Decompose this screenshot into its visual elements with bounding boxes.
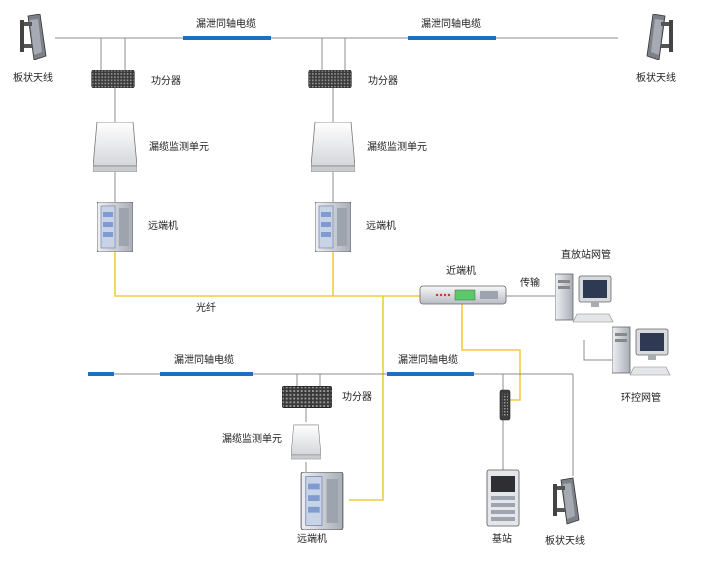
inline-coupler xyxy=(499,389,511,421)
power-splitter-1 xyxy=(91,70,135,88)
panel-antenna-top-right xyxy=(646,14,673,60)
fiber-network xyxy=(114,252,521,501)
label-cable-top-right: 漏泄同轴电缆 xyxy=(421,19,481,30)
label-monitor-1: 漏缆监测单元 xyxy=(149,142,209,153)
label-remote-2: 远端机 xyxy=(366,221,396,232)
leaky-cable-monitor-2 xyxy=(311,122,355,172)
label-cable-bottom-right: 漏泄同轴电缆 xyxy=(398,355,458,366)
label-monitor-2: 漏缆监测单元 xyxy=(367,142,427,153)
label-env-nms: 环控网管 xyxy=(621,393,661,404)
near-end-unit xyxy=(419,285,507,305)
env-nms-computer xyxy=(612,326,671,376)
label-remote-3: 远端机 xyxy=(297,534,327,545)
label-station-nms: 直放站网管 xyxy=(561,250,611,261)
label-monitor-3: 漏缆监测单元 xyxy=(222,434,282,445)
remote-unit-1 xyxy=(97,202,133,252)
leaky-cable-monitor-1 xyxy=(93,122,137,172)
label-splitter-3: 功分器 xyxy=(342,392,372,403)
label-remote-1: 远端机 xyxy=(148,221,178,232)
remote-unit-2 xyxy=(315,202,351,252)
label-antenna-top-left: 板状天线 xyxy=(13,73,53,84)
label-cable-top-left: 漏泄同轴电缆 xyxy=(196,19,256,30)
base-station xyxy=(486,469,520,527)
power-splitter-2 xyxy=(308,70,352,88)
label-antenna-bottom: 板状天线 xyxy=(545,536,585,547)
label-near-end: 近端机 xyxy=(446,266,476,277)
label-splitter-2: 功分器 xyxy=(368,76,398,87)
panel-antenna-bottom xyxy=(553,477,580,525)
label-fiber: 光纤 xyxy=(196,303,216,314)
label-cable-bottom-left: 漏泄同轴电缆 xyxy=(174,355,234,366)
bottom-coax-network xyxy=(88,295,625,476)
leaky-cable-monitor-3 xyxy=(291,424,321,460)
power-splitter-3 xyxy=(282,386,332,408)
label-transmission: 传输 xyxy=(520,278,540,289)
label-splitter-1: 功分器 xyxy=(151,76,181,87)
top-coax-network xyxy=(55,37,618,202)
label-antenna-top-right: 板状天线 xyxy=(636,73,676,84)
station-nms-computer xyxy=(555,273,614,323)
panel-antenna-top-left xyxy=(20,14,47,60)
remote-unit-3 xyxy=(300,472,344,530)
label-base-station: 基站 xyxy=(492,534,512,545)
